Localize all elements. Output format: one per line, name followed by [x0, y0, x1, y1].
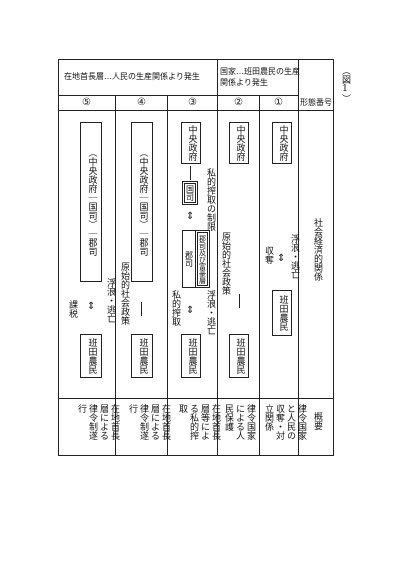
- col2-gov-box: 中央政府: [229, 122, 249, 164]
- table-left-border: [58, 59, 59, 456]
- col2-side-label: 原始的社会政策: [220, 232, 230, 295]
- col3-summary-text: 在地首長層等による私的搾取: [177, 404, 220, 440]
- col4-summary-text: 在地首長層による律令制遂行: [127, 404, 170, 440]
- col2-farmer: 班田農民: [234, 338, 245, 374]
- col4-chain-box: （中央政府｜国司）｜郡司: [131, 122, 153, 282]
- table-right-border: [333, 59, 334, 456]
- row-label-social: 社会経済的関係: [312, 218, 322, 281]
- col3-kokushi: 国司: [185, 185, 195, 201]
- col-rule-b: [167, 95, 168, 456]
- col-rule-e: [298, 59, 299, 456]
- col3-farmer-box: 班田農民: [181, 334, 201, 378]
- header-rule-1: [58, 95, 298, 96]
- table-top-border: [58, 59, 334, 60]
- col1-updown-arrow-icon: ⇕: [277, 253, 286, 264]
- col5-farmer: 班田農民: [86, 338, 97, 374]
- col5-summary: 在地首長層による律令制遂行: [75, 404, 119, 450]
- pattern-2: ②: [234, 97, 243, 108]
- pattern-1: ①: [274, 97, 283, 108]
- col5-chain: （中央政府｜国司）｜郡司: [86, 148, 97, 256]
- col2-connector: [239, 294, 240, 308]
- col3-gunji-combo: 郡司及び富豪層: [198, 234, 207, 284]
- col1-collect-label: 収奪: [263, 246, 273, 264]
- col4-summary: 在地首長層による律令制遂行: [126, 404, 170, 444]
- summary-rule: [58, 398, 334, 399]
- col1-farmer: 班田農民: [277, 295, 288, 331]
- col3-gunji-combo-box: 郡司及び富豪層: [195, 230, 210, 288]
- col3-gov: 中央政府: [186, 125, 197, 161]
- col3-updown-arrow-icon-1: ⇕: [186, 211, 195, 222]
- col2-summary: 律令国家による人民保護: [222, 404, 255, 444]
- group-left-header: 在地首長層…人民の生産関係より発生: [64, 72, 200, 81]
- col5-summary-text: 在地首長層による律令制遂行: [76, 404, 119, 440]
- col5-updown-arrow-icon: ⇕: [87, 301, 96, 312]
- col3-arrow-label: 浮浪・逃亡: [205, 290, 215, 335]
- col4-side-label: 原始的社会政策: [119, 262, 129, 325]
- figure-label: （図1）: [340, 66, 350, 103]
- col3-farmer: 班田農民: [186, 338, 197, 374]
- table-bottom-border: [58, 455, 334, 456]
- col3-gunji-box: 郡司: [182, 230, 196, 288]
- col-rule-c: [217, 59, 218, 456]
- group-right-header: 国家…班田農民の生産関係より発生: [220, 66, 300, 88]
- col1-gov: 中央政府: [277, 125, 288, 161]
- col1-gov-box: 中央政府: [272, 122, 292, 164]
- col2-gov: 中央政府: [234, 125, 245, 161]
- pattern-header: 形態番号: [300, 98, 332, 107]
- pattern-4: ④: [137, 97, 146, 108]
- col3-updown-arrow-icon-2: ⇕: [186, 305, 195, 316]
- col5-arrow-label: 浮浪・逃亡: [105, 278, 115, 323]
- col4-chain: （中央政府｜国司）｜郡司: [137, 148, 148, 256]
- col-rule-a: [115, 95, 116, 456]
- header-rule-2: [58, 110, 334, 111]
- col3-private-take: 私的搾取: [170, 290, 180, 326]
- col5-farmer-box: 班田農民: [80, 334, 102, 378]
- col2-summary-text: 律令国家による人民保護: [223, 404, 255, 440]
- col1-farmer-box: 班田農民: [272, 290, 292, 336]
- col1-arrow-label: 浮浪・逃亡: [289, 234, 299, 279]
- col3-kokushi-box: 国司: [182, 181, 198, 205]
- col4-farmer: 班田農民: [137, 338, 148, 374]
- col3-summary: 在地首長層等による私的搾取: [176, 404, 220, 444]
- col3-private-rule: 私的搾取の制限: [205, 168, 215, 231]
- col1-summary: 律令国家と人民の収奪・対立関係: [262, 404, 306, 448]
- col5-tax-label: 課税: [67, 300, 77, 318]
- col4-farmer-box: 班田農民: [131, 334, 153, 378]
- row-label-summary: 概要: [312, 412, 322, 430]
- pattern-3: ③: [188, 97, 197, 108]
- col3-connector-1: [190, 166, 191, 180]
- col-rule-d: [259, 95, 260, 456]
- col5-chain-box: （中央政府｜国司）｜郡司: [80, 122, 102, 282]
- col4-connector: [141, 302, 142, 316]
- col1-summary-text: 律令国家と人民の収奪・対立関係: [263, 404, 306, 440]
- col3-gunji: 郡司: [184, 251, 194, 267]
- col3-gov-box: 中央政府: [181, 122, 201, 164]
- group-right-header-text: 国家…班田農民の生産関係より発生: [220, 67, 300, 87]
- col2-farmer-box: 班田農民: [229, 334, 249, 378]
- pattern-5: ⑤: [82, 97, 91, 108]
